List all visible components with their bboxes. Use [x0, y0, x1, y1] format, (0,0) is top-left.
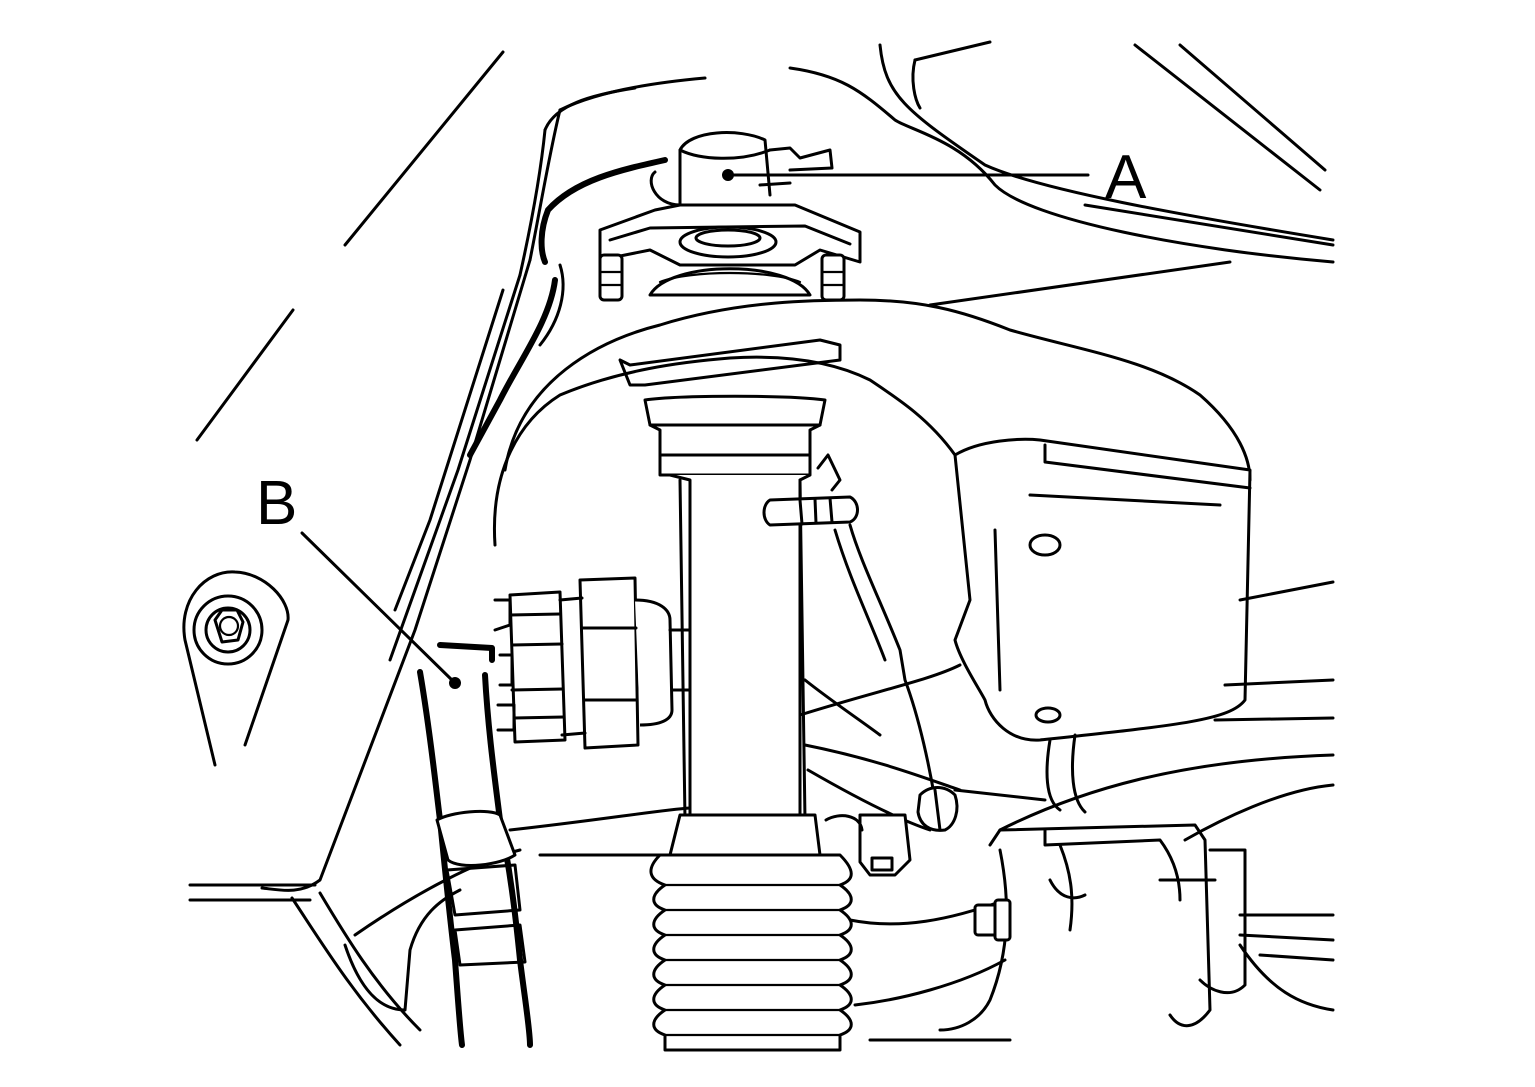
callout-label-b: B [256, 469, 297, 538]
leader-dot-b [449, 677, 461, 689]
upper-arm [492, 298, 1335, 742]
sensor-connector [493, 576, 692, 750]
wire-harness-upper [467, 157, 668, 458]
mounting-tab [182, 570, 290, 767]
leader-line-b [300, 531, 457, 685]
knuckle-bracket [938, 823, 1247, 1032]
leader-lines [300, 169, 1090, 689]
fender-edge [188, 258, 532, 1047]
leader-dot-a [722, 169, 734, 181]
strut-top-mount [598, 131, 862, 302]
strut-assembly [643, 394, 859, 1052]
lower-frame [343, 663, 1335, 1042]
body-panels [195, 40, 1335, 442]
stabilizer-link [803, 523, 959, 877]
callout-label-a: A [1105, 143, 1147, 212]
sensor-harness [417, 642, 533, 1048]
